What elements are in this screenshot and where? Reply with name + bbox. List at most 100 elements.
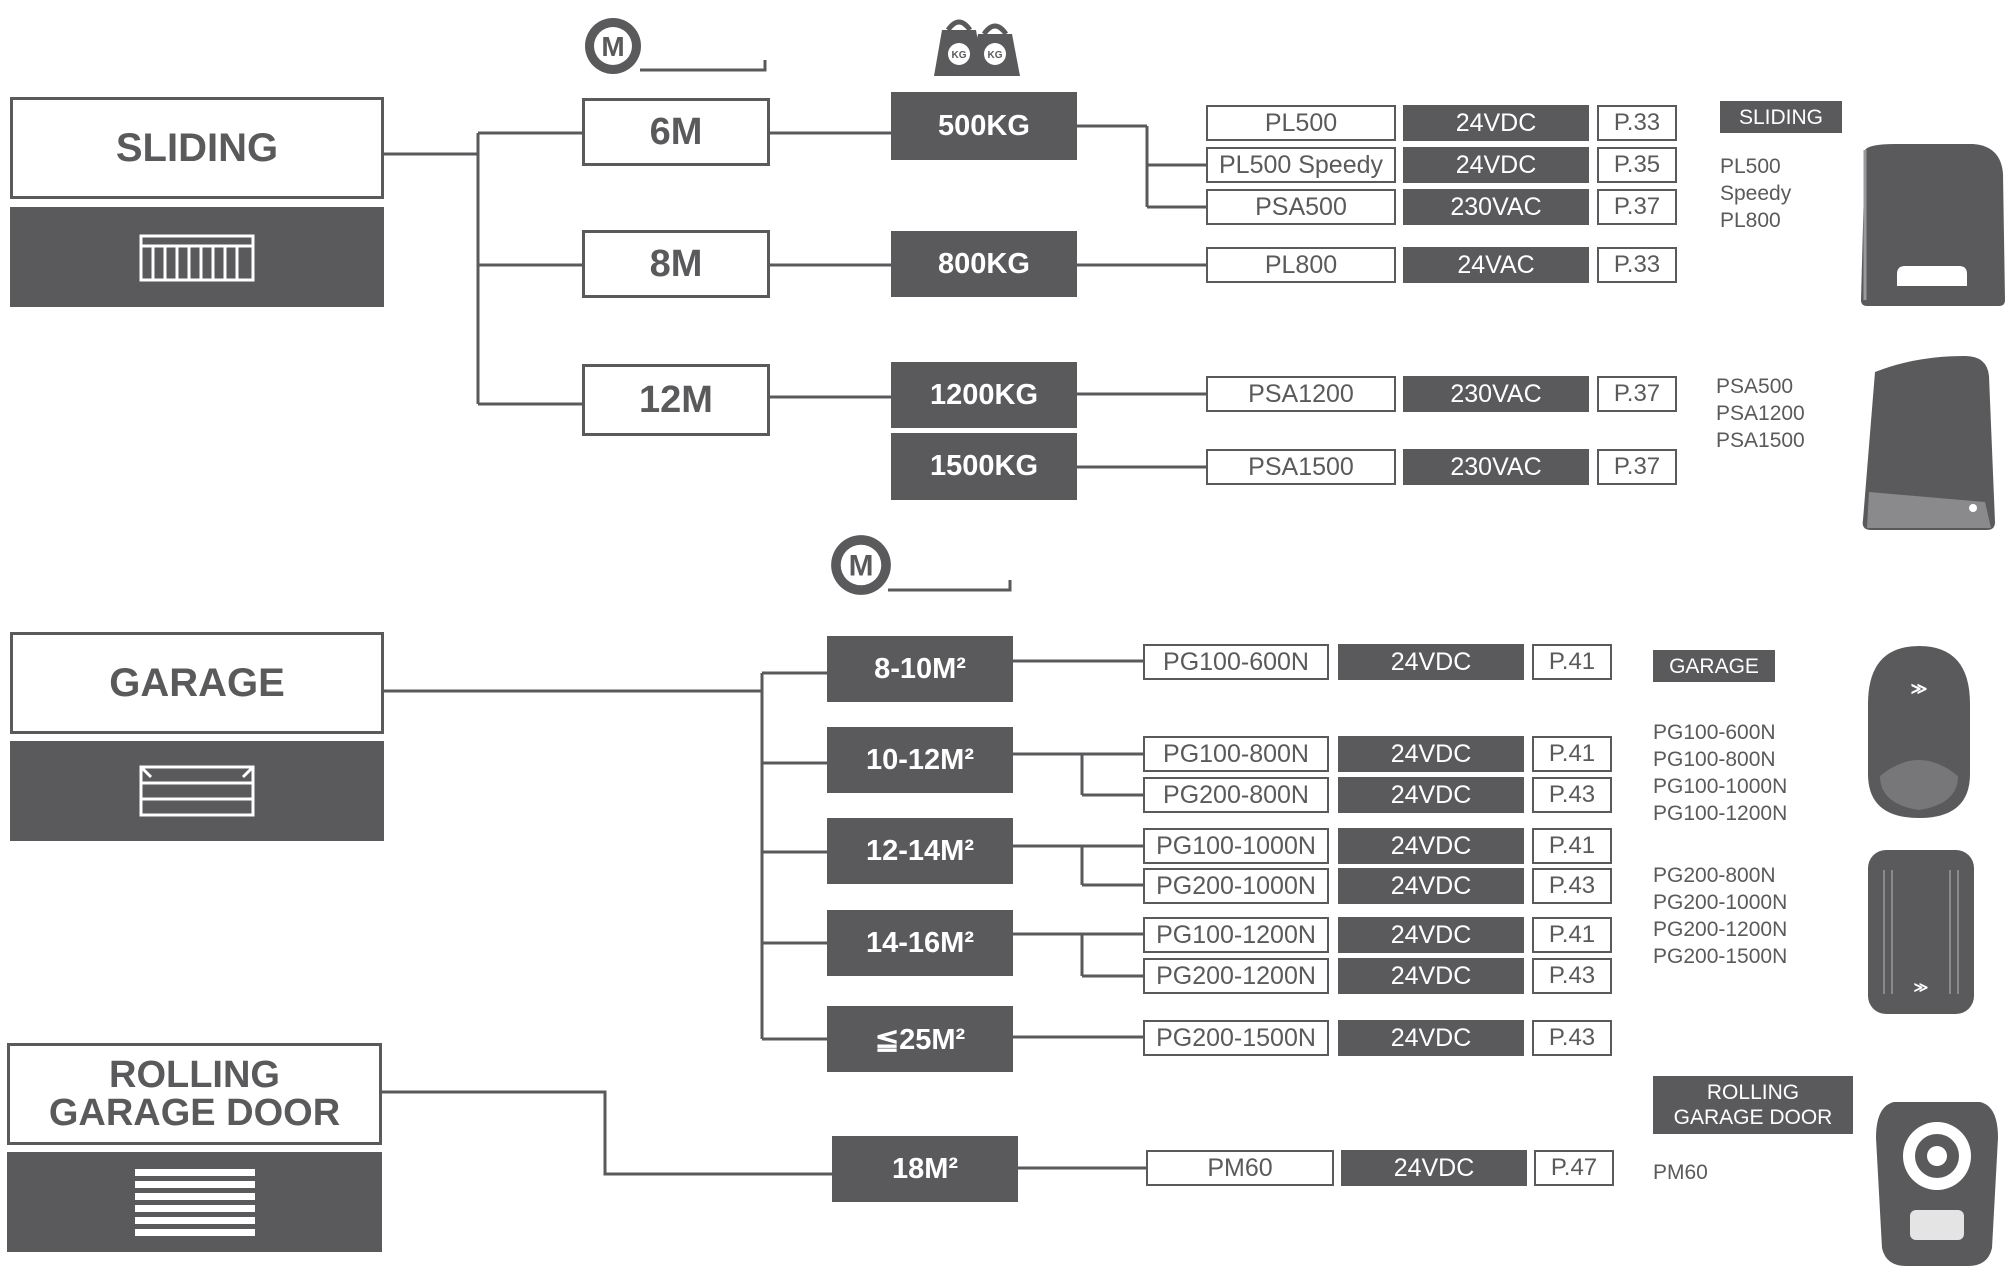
model-cell: PL500 [1206,105,1396,141]
legend-item: PG200-1200N [1653,918,1788,941]
legend-item: PL500 [1720,155,1781,178]
length-6m: 6M [582,98,770,166]
sliding-gate-tile [10,207,384,307]
legend-list-rolling: PM60 [1653,1159,1708,1186]
model-cell: PG100-1200N [1143,917,1329,953]
sliding-motor-icon [1855,352,2001,538]
page-ref[interactable]: P.33 [1597,247,1677,283]
rolling-door-tile [7,1152,382,1252]
legend-tag-rolling: ROLLING GARAGE DOOR [1653,1076,1853,1134]
weight-800kg: 800KG [891,231,1077,297]
voltage-cell: 24VDC [1338,917,1524,953]
model-cell: PL500 Speedy [1206,147,1396,183]
legend-list-sliding-2: PSA500 PSA1200 PSA1500 [1716,373,1805,454]
legend-list-garage-2: PG200-800N PG200-1000N PG200-1200N PG200… [1653,862,1787,970]
legend-item: PG100-1200N [1653,802,1788,825]
model-cell: PSA1200 [1206,376,1396,412]
area-12-14: 12-14M² [827,818,1013,884]
rolling-motor-icon [1872,1098,2002,1268]
page-ref[interactable]: P.43 [1532,958,1612,994]
voltage-cell: 24VAC [1403,247,1589,283]
sliding-gate-icon [139,234,255,282]
voltage-cell: 24VDC [1341,1150,1527,1186]
voltage-cell: 24VDC [1338,828,1524,864]
voltage-cell: 24VDC [1403,147,1589,183]
kg-icon-label: KG [952,50,967,61]
voltage-cell: 24VDC [1338,777,1524,813]
page-ref[interactable]: P.41 [1532,828,1612,864]
weight-500kg: 500KG [891,92,1077,160]
legend-item: PSA1500 [1716,429,1805,452]
voltage-cell: 24VDC [1338,958,1524,994]
rolling-door-icon [134,1169,255,1236]
page-ref[interactable]: P.41 [1532,917,1612,953]
model-cell: PL800 [1206,247,1396,283]
page-ref[interactable]: P.47 [1534,1150,1614,1186]
page-ref[interactable]: P.37 [1597,376,1677,412]
garage-opener-icon: ≫ [1866,644,1972,820]
voltage-cell: 230VAC [1403,189,1589,225]
page-ref[interactable]: P.33 [1597,105,1677,141]
meter-icon-label: M [849,550,874,583]
category-sliding: SLIDING [10,97,384,199]
legend-item: PG200-800N [1653,864,1776,887]
legend-item: Speedy [1720,182,1792,205]
voltage-cell: 24VDC [1338,736,1524,772]
area-10-12: 10-12M² [827,727,1013,793]
model-cell: PSA500 [1206,189,1396,225]
voltage-cell: 230VAC [1403,449,1589,485]
legend-item: PG200-1500N [1653,945,1788,968]
tape-measure-icon: M [829,533,893,597]
garage-door-tile [10,741,384,841]
voltage-cell: 24VDC [1338,1020,1524,1056]
voltage-cell: 24VDC [1338,644,1524,680]
legend-item: PG100-800N [1653,748,1776,771]
legend-tag-sliding: SLIDING [1720,101,1842,133]
legend-item: PSA500 [1716,375,1794,398]
model-cell: PG100-600N [1143,644,1329,680]
weight-1500kg: 1500KG [891,433,1077,500]
page-ref[interactable]: P.43 [1532,1020,1612,1056]
category-rolling-garage-door: ROLLING GARAGE DOOR [7,1043,382,1145]
legend-item: PG100-1000N [1653,775,1788,798]
tape-measure-icon: M [583,16,643,76]
page-ref[interactable]: P.41 [1532,644,1612,680]
voltage-cell: 24VDC [1338,868,1524,904]
length-12m: 12M [582,364,770,436]
sliding-motor-icon [1855,140,2007,308]
legend-item: PL800 [1720,209,1781,232]
area-14-16: 14-16M² [827,910,1013,976]
page-ref[interactable]: P.37 [1597,189,1677,225]
legend-item: PG200-1000N [1653,891,1788,914]
legend-item: PG100-600N [1653,721,1776,744]
legend-item: PSA1200 [1716,402,1805,425]
page-ref[interactable]: P.43 [1532,868,1612,904]
svg-text:≫: ≫ [1914,979,1929,995]
page-ref[interactable]: P.35 [1597,147,1677,183]
model-cell: PSA1500 [1206,449,1396,485]
voltage-cell: 230VAC [1403,376,1589,412]
legend-list-sliding-1: PL500 Speedy PL800 [1720,153,1791,234]
page-ref[interactable]: P.43 [1532,777,1612,813]
model-cell: PG200-1200N [1143,958,1329,994]
model-cell: PG200-1000N [1143,868,1329,904]
garage-opener-icon: ≫ [1864,846,1978,1018]
category-garage: GARAGE [10,632,384,734]
svg-text:≫: ≫ [1911,681,1928,698]
model-cell: PG200-800N [1143,777,1329,813]
legend-list-garage-1: PG100-600N PG100-800N PG100-1000N PG100-… [1653,719,1787,827]
length-8m: 8M [582,230,770,298]
legend-item: PM60 [1653,1161,1708,1184]
meter-icon-label: M [601,31,624,62]
area-max-25: ≦25M² [827,1006,1013,1072]
page-ref[interactable]: P.41 [1532,736,1612,772]
area-18: 18M² [832,1136,1018,1202]
model-cell: PG200-1500N [1143,1020,1329,1056]
kg-icon-label: KG [988,50,1003,61]
weight-icon: KG KG [928,10,1024,78]
model-cell: PG100-1000N [1143,828,1329,864]
area-8-10: 8-10M² [827,636,1013,702]
page-ref[interactable]: P.37 [1597,449,1677,485]
legend-tag-garage: GARAGE [1653,650,1775,682]
